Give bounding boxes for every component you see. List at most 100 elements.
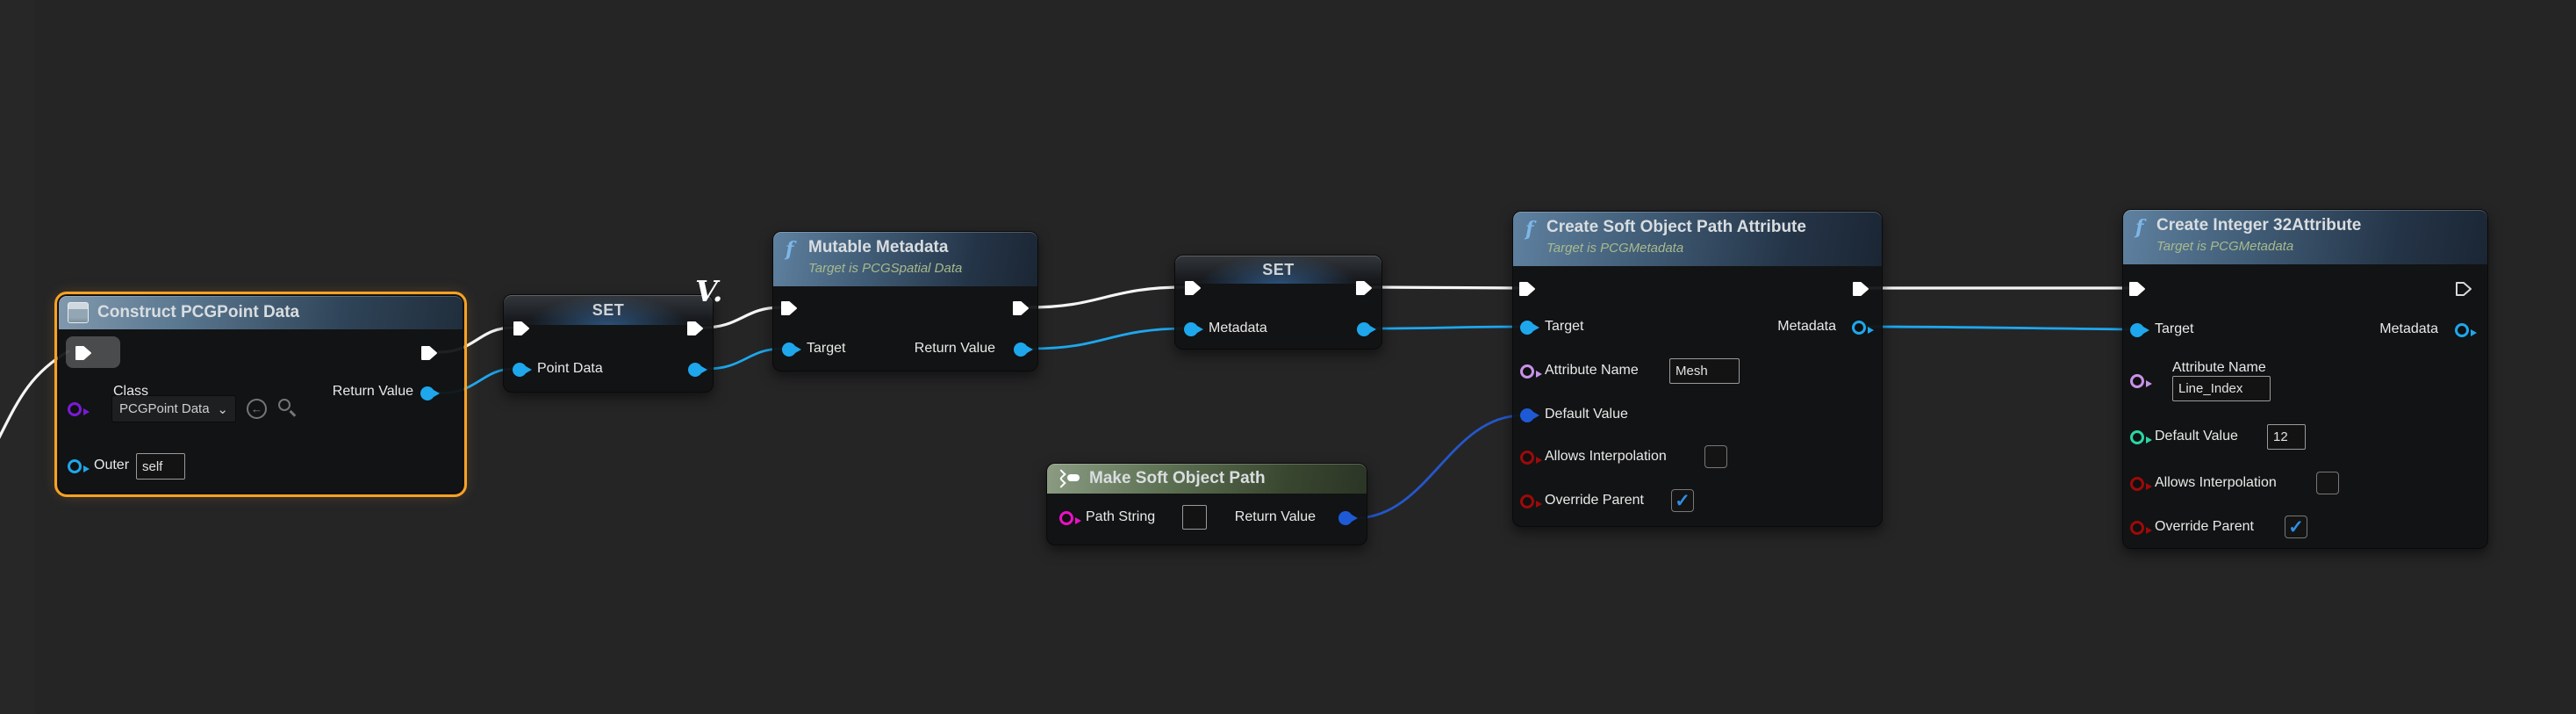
node-header[interactable]: f Create Integer 32Attribute Target is P… [2123,210,2487,264]
wire-exec-entry[interactable] [0,350,70,450]
node-set-metadata[interactable]: SET Metadata [1174,255,1382,350]
override-parent-label: Override Parent [2155,519,2254,534]
attribute-name-pin[interactable] [1520,364,1542,379]
chevron-down-icon: ⌄ [217,401,228,417]
return-value-pin[interactable] [1338,511,1358,525]
make-struct-icon [1056,469,1084,488]
default-value-label: Default Value [1545,407,1628,422]
default-value-pin[interactable] [1520,408,1539,422]
function-icon: f [2135,216,2144,239]
node-mutable-metadata[interactable]: f Mutable Metadata Target is PCGSpatial … [772,231,1038,371]
exec-out-pin[interactable] [1355,280,1373,296]
point-data-in-pin[interactable] [513,363,532,377]
target-label: Target [807,341,846,356]
path-string-label: Path String [1086,509,1156,524]
wire-object-metadata-to-target[interactable] [1374,325,1523,330]
exec-out-pin[interactable] [420,345,438,361]
target-pin[interactable] [2130,323,2149,337]
node-header[interactable]: SET [504,295,713,325]
exec-in-pin[interactable] [513,321,530,336]
exec-in-pin[interactable] [780,300,798,316]
node-title: SET [592,301,625,319]
class-pin-label: Class [113,384,149,399]
node-set-point-data[interactable]: SET Point Data [503,294,714,393]
function-icon: f [1525,218,1534,241]
attribute-name-input[interactable] [1669,358,1740,384]
exec-in-pin[interactable] [75,345,92,361]
attribute-name-label: Attribute Name [1545,363,1639,378]
attribute-name-input[interactable] [2172,376,2271,401]
outer-value-input[interactable] [136,453,185,480]
wire-exec-mutable-to-set2[interactable] [1027,285,1187,309]
allows-interpolation-pin[interactable] [1520,451,1542,465]
target-pin[interactable] [1520,321,1539,335]
wire-exec-set2-to-sopa[interactable] [1370,285,1523,290]
node-make-soft-object-path[interactable]: Make Soft Object Path Path String Return… [1046,463,1367,545]
wire-object-metadata-to-target2[interactable] [1865,325,2133,331]
check-icon: ✓ [2288,516,2304,537]
override-parent-checkbox-checked[interactable]: ✓ [2285,516,2307,538]
construct-object-icon [68,302,89,323]
node-header[interactable]: f Mutable Metadata Target is PCGSpatial … [773,232,1037,286]
attribute-name-label: Attribute Name [2172,360,2266,375]
node-header[interactable]: Construct PCGPoint Data [59,296,463,329]
default-value-pin[interactable] [2130,430,2152,444]
exec-in-pin[interactable] [1184,280,1202,296]
node-subtitle: Target is PCGMetadata [1546,241,1684,256]
return-value-label: Return Value [914,341,995,356]
default-value-input[interactable] [2267,424,2306,450]
node-subtitle: Target is PCGMetadata [2156,239,2294,254]
node-header[interactable]: Make Soft Object Path [1047,464,1367,494]
return-value-pin[interactable] [420,386,440,400]
allows-interpolation-label: Allows Interpolation [2155,475,2277,490]
use-selected-asset-icon[interactable]: ← [247,399,267,419]
target-pin[interactable] [782,343,801,357]
wire-softpath-makesop-to-defaultvalue[interactable] [1355,414,1525,520]
metadata-label: Metadata [1777,319,1836,334]
exec-in-pin[interactable] [1518,281,1536,297]
metadata-in-pin[interactable] [1184,322,1203,336]
allows-interpolation-checkbox[interactable] [1704,445,1727,468]
node-header[interactable]: SET [1175,256,1381,284]
wire-object-pointdata-to-target[interactable] [705,347,785,371]
exec-out-pin-unconnected[interactable] [2455,281,2472,297]
metadata-out-pin[interactable] [1852,321,1874,335]
allows-interpolation-checkbox[interactable] [2316,472,2339,494]
outer-pin[interactable] [68,459,90,473]
metadata-out-pin[interactable] [2455,323,2477,337]
node-create-soft-object-path-attribute[interactable]: f Create Soft Object Path Attribute Targ… [1512,211,1883,527]
exec-pin-highlight [66,336,120,368]
exec-in-pin[interactable] [2128,281,2146,297]
exec-out-pin[interactable] [1012,300,1030,316]
class-pin[interactable] [68,402,90,416]
node-title: Create Soft Object Path Attribute [1546,218,1806,236]
override-parent-pin[interactable] [2130,521,2152,535]
node-construct-pcgpoint-data[interactable]: Construct PCGPoint Data Class PCGPoint D… [54,292,467,497]
allows-interpolation-pin[interactable] [2130,477,2152,491]
node-subtitle: Target is PCGSpatial Data [808,261,963,276]
outer-pin-label: Outer [94,458,130,472]
node-create-integer32-attribute[interactable]: f Create Integer 32Attribute Target is P… [2122,209,2488,549]
metadata-label: Metadata [1209,321,1267,335]
point-data-out-pin[interactable] [688,363,707,377]
return-value-label: Return Value [332,384,413,399]
metadata-out-pin[interactable] [1357,322,1376,336]
wire-object-returnvalue-to-metadata[interactable] [1030,327,1188,350]
path-string-pin[interactable] [1059,511,1081,525]
path-string-input[interactable] [1182,505,1207,530]
attribute-name-pin[interactable] [2130,374,2152,388]
class-dropdown[interactable]: PCGPoint Data ⌄ [111,395,236,422]
browse-asset-icon[interactable] [278,399,291,411]
override-parent-checkbox-checked[interactable]: ✓ [1671,489,1694,512]
override-parent-pin[interactable] [1520,494,1542,508]
exec-out-pin[interactable] [1852,281,1869,297]
exec-out-pin[interactable] [686,321,704,336]
return-value-pin[interactable] [1014,343,1033,357]
class-dropdown-value: PCGPoint Data [119,401,210,416]
wire-exec-set1-to-mutable[interactable] [701,306,783,329]
node-title: Make Soft Object Path [1089,469,1266,487]
override-parent-label: Override Parent [1545,493,1644,508]
check-icon: ✓ [1675,490,1690,511]
node-header[interactable]: f Create Soft Object Path Attribute Targ… [1513,212,1882,266]
